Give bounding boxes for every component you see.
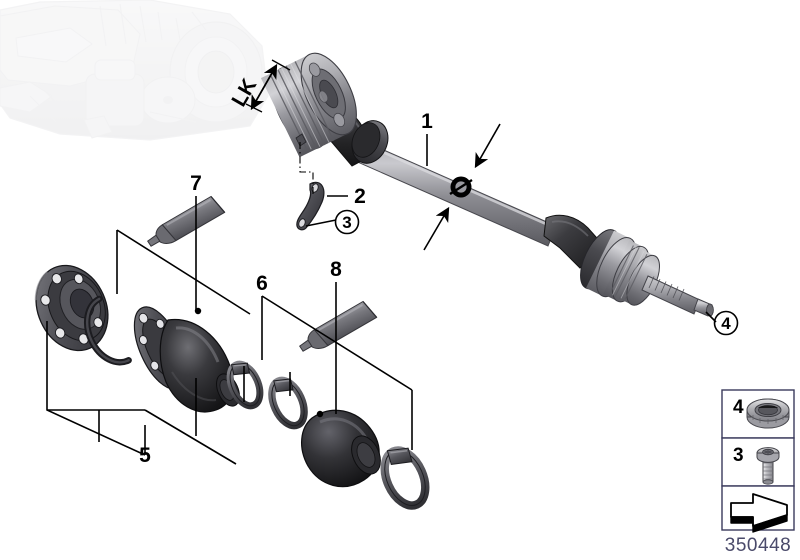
bracket-alignment-line [299, 142, 314, 196]
snap-ring-circlip [83, 295, 132, 366]
band-clamp-large [380, 446, 430, 510]
callout-3-label: 3 [342, 213, 351, 232]
callout-2-label: 2 [354, 185, 366, 208]
splined-shaft-end [641, 275, 714, 317]
legend-number-4: 4 [733, 397, 744, 418]
diameter-arrow-upper [474, 123, 501, 169]
callout-5-leader: 5 [46, 229, 251, 467]
callout-3-circle [334, 209, 360, 235]
legend-number-3: 3 [733, 445, 744, 466]
diameter-arrow-lower [423, 206, 450, 251]
callout-8-leader: 8 [330, 258, 342, 414]
callout-7-label: 7 [190, 172, 202, 195]
callout-6-leader: 6 [243, 272, 413, 450]
callout-3-circled: 3 [305, 209, 360, 235]
band-clamp-small [226, 360, 264, 410]
direction-arrow-icon [730, 493, 788, 533]
legend-panel: 4 3 [721, 389, 795, 556]
joint-flange-cover [34, 264, 109, 352]
diagram-number: 350448 [725, 535, 791, 556]
callout-8-label: 8 [330, 258, 342, 281]
band-clamp-medium [268, 376, 308, 430]
callout-4-circle [713, 310, 739, 336]
leader-dot-8 [316, 410, 324, 418]
callout-1-label: 1 [421, 110, 433, 133]
collar-nut-icon [746, 398, 790, 429]
callout-2: 2 [327, 185, 366, 208]
callout-6-label: 6 [256, 272, 268, 295]
grease-tube-7 [147, 195, 226, 247]
legend-row-bolt [721, 437, 795, 487]
inner-constant-velocity-joint [260, 52, 389, 167]
differential-housing-ghosted [0, 0, 269, 141]
callout-7-leader: 7 [190, 172, 202, 311]
outer-joint-boot [301, 409, 381, 488]
callout-4-label: 4 [721, 314, 731, 333]
callout-4-circled: 4 [705, 310, 739, 336]
grease-tube-8 [299, 300, 378, 352]
callout-1: 1 [421, 110, 433, 166]
callout-5-label: 5 [139, 444, 151, 467]
shaft-diameter-symbol: Ø [449, 176, 473, 198]
outer-constant-velocity-joint [543, 214, 714, 317]
torx-bolt-icon [756, 447, 780, 485]
